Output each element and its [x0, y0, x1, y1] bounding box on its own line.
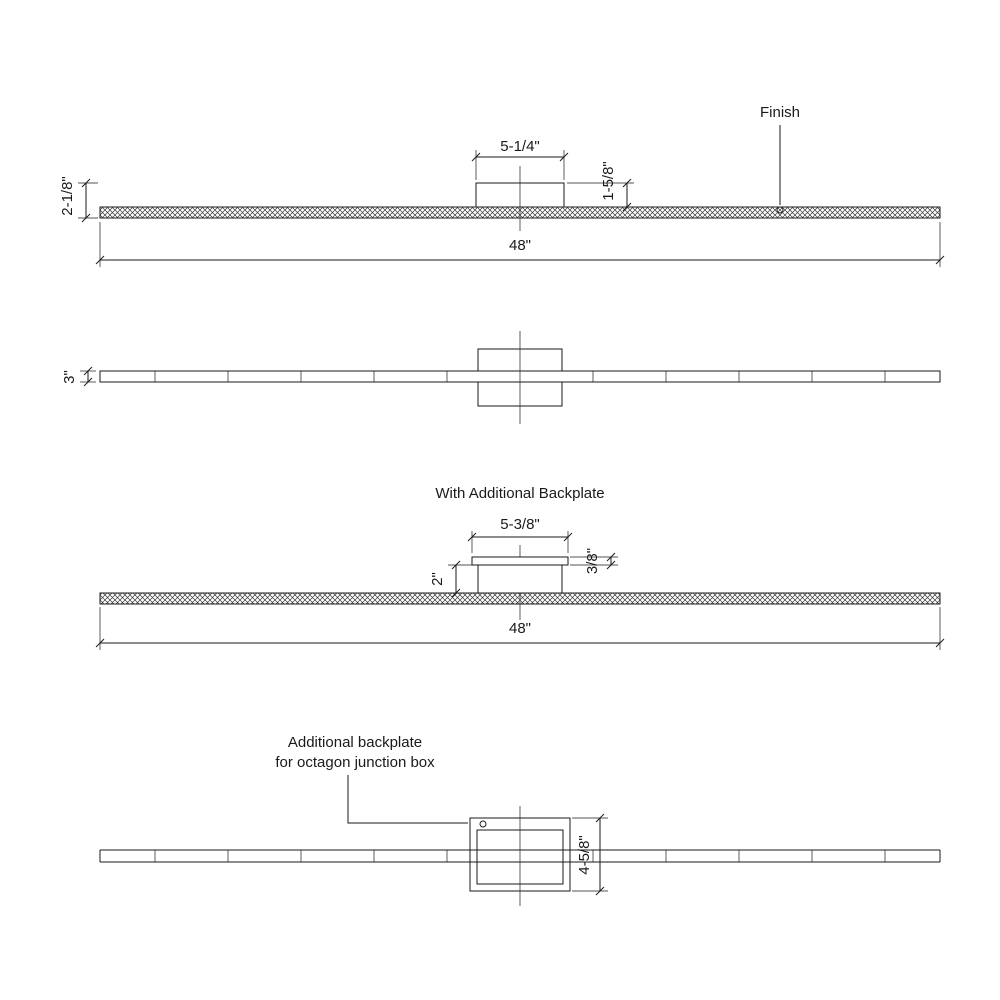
dim-bar-height-label: 3" — [61, 370, 78, 384]
backplate-view-title: With Additional Backplate — [435, 485, 604, 502]
dim-overall-width-label: 48" — [509, 620, 531, 637]
backplate-leader-line — [347, 775, 468, 824]
backplate-side — [471, 556, 569, 566]
backplate-note-line2: for octagon junction box — [275, 754, 435, 771]
dim-backplate-thickness-label: 3/8" — [584, 548, 601, 574]
fixture-bar-hatched — [99, 592, 941, 605]
dim-box-width: 5-1/4" — [471, 138, 569, 180]
dim-overall-width-label: 48" — [509, 237, 531, 254]
backplate-note-line1: Additional backplate — [288, 734, 422, 751]
dim-box-height-label: 2" — [429, 572, 446, 586]
bar-segment-ticks — [154, 371, 886, 382]
dim-box-width-label: 5-1/4" — [500, 138, 540, 155]
view-front: 3" — [61, 331, 941, 424]
dim-box-height-label: 1-5/8" — [600, 161, 617, 201]
dim-backplate-width-label: 5-3/8" — [500, 516, 540, 533]
mounting-hole — [479, 820, 487, 828]
view-side-backplate: With Additional Backplate 5-3/8" 2" — [95, 485, 945, 650]
dim-box-height: 1-5/8" — [567, 161, 634, 212]
finish-label: Finish — [760, 104, 800, 121]
dim-backplate-height-label: 4-5/8" — [576, 835, 593, 875]
dim-backplate-thickness: 3/8" — [570, 548, 618, 574]
dim-backplate-height: 4-5/8" — [572, 813, 608, 896]
dim-bar-height: 3" — [61, 366, 96, 387]
junction-box-side — [477, 564, 563, 594]
dim-total-height: 2-1/8" — [59, 176, 98, 223]
dim-box-height: 2" — [429, 560, 474, 598]
dim-backplate-width: 5-3/8" — [467, 516, 573, 553]
bar-segment-ticks — [154, 850, 886, 862]
dim-overall-width: 48" — [95, 222, 945, 267]
view-side-profile: Finish 5-1/4" 1-5/8" 2- — [59, 104, 945, 267]
view-front-backplate: Additional backplate for octagon junctio… — [99, 734, 941, 906]
dim-overall-width: 48" — [95, 607, 945, 650]
dim-total-height-label: 2-1/8" — [59, 176, 76, 216]
